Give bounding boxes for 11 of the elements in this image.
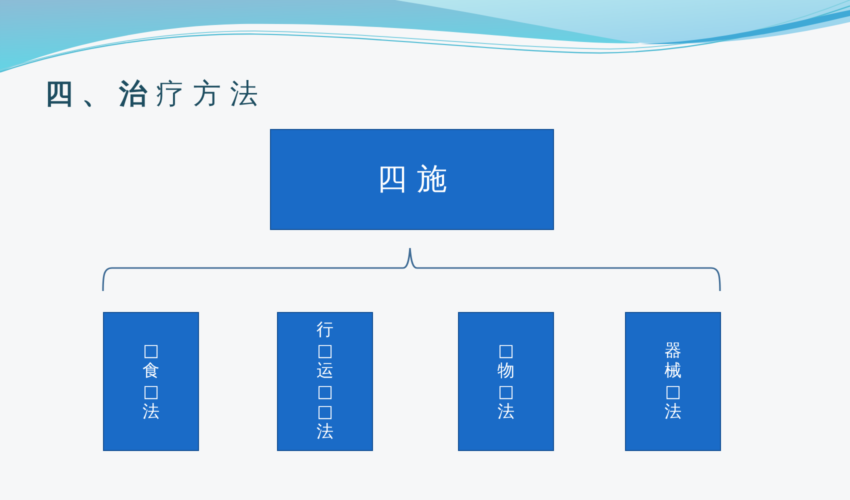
root-box <box>270 129 554 230</box>
category-box <box>277 312 373 451</box>
box-label: □食□法 <box>142 340 160 422</box>
slide-title: 四、治疗方法 <box>45 77 267 111</box>
box-label: 四 施 <box>377 161 447 199</box>
category-box <box>625 312 721 451</box>
box-label: 行□运□□法 <box>316 320 334 443</box>
box-label: 器械□法 <box>664 340 682 422</box>
category-box <box>103 312 199 451</box>
box-label: □物□法 <box>498 340 514 422</box>
category-box <box>458 312 554 451</box>
